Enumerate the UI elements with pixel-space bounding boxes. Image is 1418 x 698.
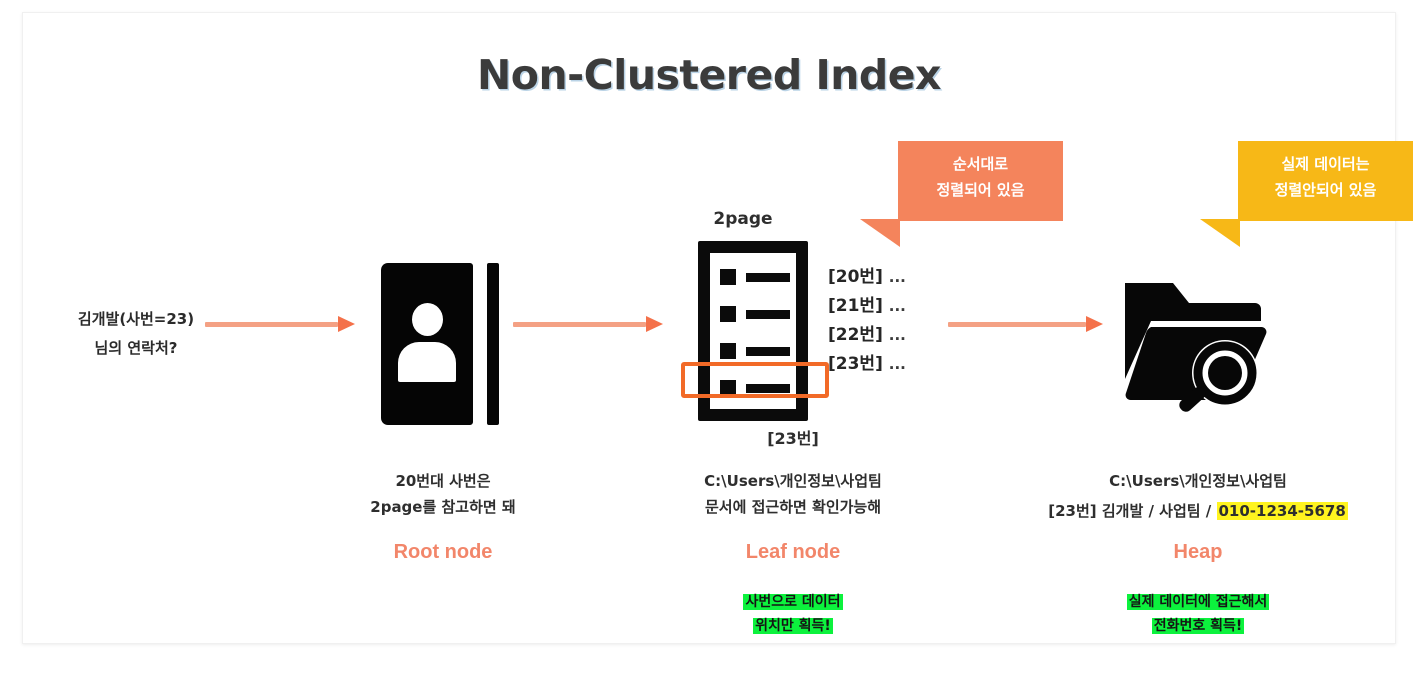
document-row-highlighted [720, 380, 790, 396]
arrow-query-to-root [205, 316, 355, 332]
callout-sorted-line-1: 순서대로 [952, 155, 1009, 173]
callout-unsorted: 실제 데이터는 정렬안되어 있음 [1200, 141, 1413, 247]
heap-record-row: [23번] 김개발 / 사업팀 / 010-1234-5678 [1033, 498, 1363, 524]
root-caption-line-1: 20번대 사번은 [395, 472, 491, 490]
leaf-note-line-2: 위치만 획득! [753, 617, 833, 634]
heap-note-line-2: 전화번호 획득! [1151, 617, 1245, 634]
leaf-note: 사번으로 데이터 위치만 획득! [643, 591, 943, 639]
index-entry: [21번] ... [828, 296, 906, 316]
callout-sorted-line-2: 정렬되어 있음 [936, 180, 1025, 199]
index-entry: [20번] ... [828, 267, 906, 287]
arrow-leaf-to-heap [948, 316, 1103, 332]
callout-unsorted-line-1: 실제 데이터는 [1281, 155, 1370, 173]
callout-tail [860, 219, 900, 247]
person-body [398, 342, 456, 382]
heap-note: 실제 데이터에 접근해서 전화번호 획득! [1033, 591, 1363, 639]
document-list-icon [698, 241, 808, 421]
highlight-box-entry-23 [681, 362, 829, 398]
heap-caption: C:\Users\개인정보\사업팀 [1033, 468, 1363, 494]
address-book-icon [381, 263, 499, 425]
document-row [720, 306, 790, 322]
heap-record-prefix: [23번] 김개발 / 사업팀 / [1048, 502, 1217, 520]
query-line-2: 님의 연락처? [94, 339, 178, 358]
heap-record-phone: 010-1234-5678 [1216, 502, 1348, 520]
leaf-caption: C:\Users\개인정보\사업팀 문서에 접근하면 확인가능해 [643, 468, 943, 521]
page-number-label: 2page [713, 209, 773, 229]
document-row [720, 343, 790, 359]
folder-search-icon [1121, 275, 1273, 425]
callout-sorted: 순서대로 정렬되어 있음 [860, 141, 1063, 247]
arrow-root-to-leaf [513, 316, 663, 332]
index-entry-list: [20번] ... [21번] ... [22번] ... [23번] ... [828, 263, 906, 379]
query-text: 김개발(사번=23) 님의 연락처? [41, 305, 231, 364]
index-entry: [22번] ... [828, 325, 906, 345]
document-row [720, 269, 790, 285]
query-line-1: 김개발(사번=23) [77, 310, 195, 328]
root-caption: 20번대 사번은 2page를 참고하면 돼 [323, 468, 563, 521]
leaf-caption-path: C:\Users\개인정보\사업팀 [704, 472, 882, 490]
root-caption-line-2: 2page를 참고하면 돼 [370, 498, 516, 517]
slide-canvas: Non-Clustered Index 김개발(사번=23) 님의 연락처? 2… [22, 12, 1413, 644]
leaf-note-line-1: 사번으로 데이터 [743, 594, 843, 610]
heap-caption-path: C:\Users\개인정보\사업팀 [1109, 472, 1287, 490]
heap-note-line-1: 실제 데이터에 접근해서 [1126, 594, 1270, 610]
leaf-caption-line-2: 문서에 접근하면 확인가능해 [704, 498, 882, 517]
heap-node-label: Heap [1173, 541, 1223, 563]
callout-unsorted-line-2: 정렬안되어 있음 [1274, 180, 1377, 199]
page-title: Non-Clustered Index [476, 51, 942, 99]
root-node-label: Root node [393, 541, 493, 563]
person-head [412, 303, 443, 336]
leaf-key-label: [23번] [767, 429, 819, 448]
document-sheet [710, 253, 796, 409]
book-spine [487, 263, 499, 425]
callout-tail [1200, 219, 1240, 247]
index-entry: [23번] ... [828, 354, 906, 374]
leaf-node-label: Leaf node [745, 541, 841, 563]
